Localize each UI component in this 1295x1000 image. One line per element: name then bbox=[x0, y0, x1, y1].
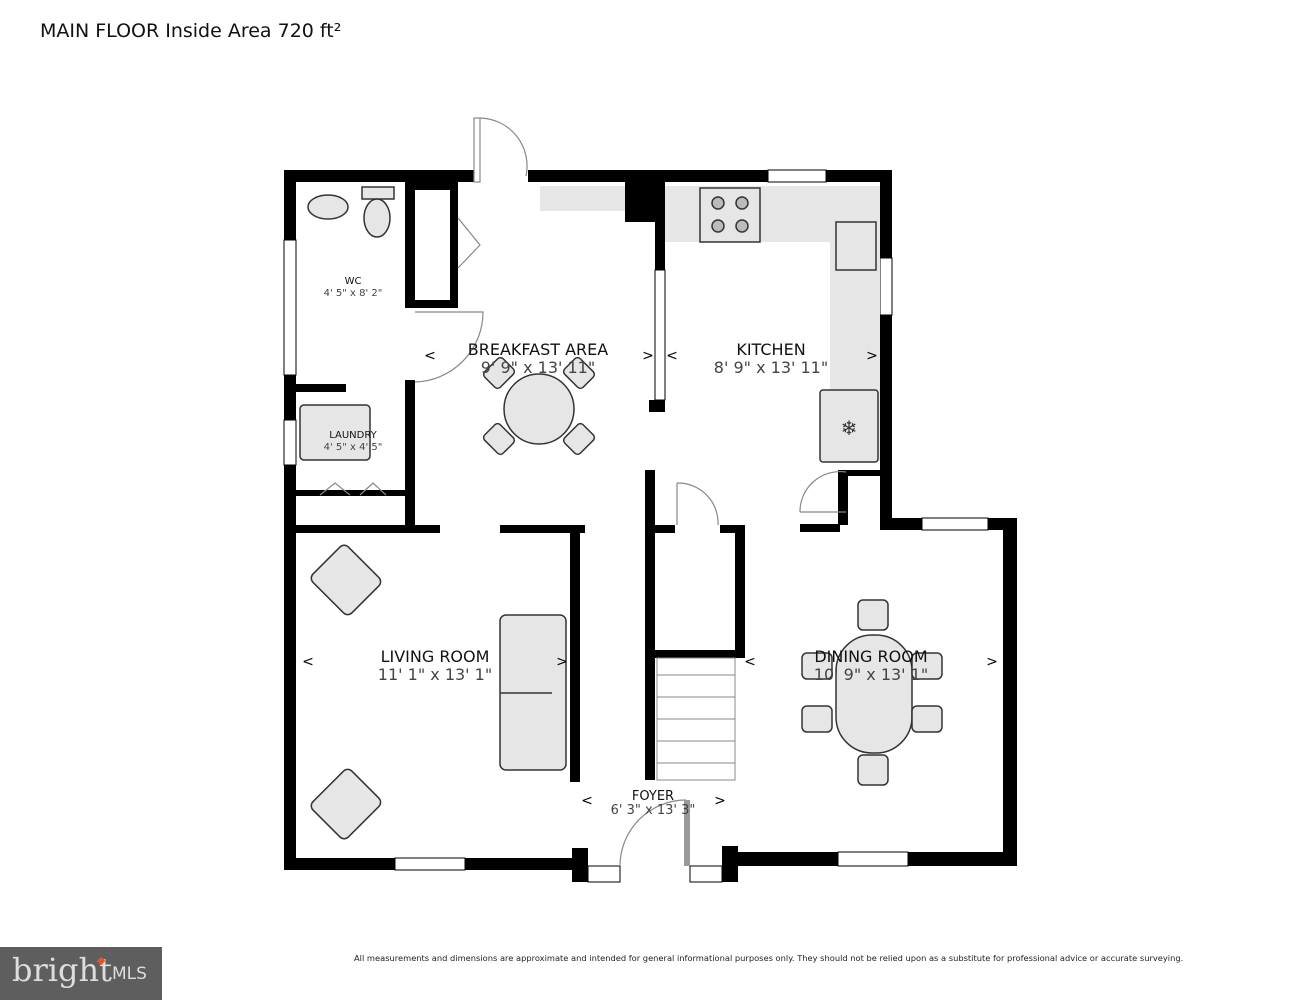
room-name-kitchen: KITCHEN bbox=[736, 340, 805, 359]
bright-mls-logo: bright MLS bbox=[0, 947, 162, 1000]
breakfast-table bbox=[503, 373, 575, 445]
svg-text:>: > bbox=[986, 654, 998, 670]
sink-icon bbox=[835, 221, 877, 271]
room-name-breakfast: BREAKFAST AREA bbox=[468, 340, 609, 359]
doors bbox=[319, 117, 847, 867]
svg-text:>: > bbox=[714, 793, 726, 809]
svg-text:<: < bbox=[744, 654, 756, 670]
stove-icon bbox=[699, 187, 761, 243]
wc-sink-icon bbox=[307, 194, 349, 220]
room-dims-breakfast: 9' 9" x 13' 11" bbox=[481, 358, 595, 377]
svg-text:<: < bbox=[302, 654, 314, 670]
room-dims-dining: 10' 9" x 13' 1" bbox=[814, 665, 928, 684]
room-dims-laundry: 4' 5" x 4' 5" bbox=[324, 442, 383, 453]
room-dims-foyer: 6' 3" x 13' 3" bbox=[611, 803, 696, 818]
svg-text:>: > bbox=[556, 654, 568, 670]
floor-title: MAIN FLOOR Inside Area 720 ft² bbox=[40, 20, 342, 42]
fixtures: ❄ bbox=[299, 186, 943, 840]
room-dims-kitchen: 8' 9" x 13' 11" bbox=[714, 358, 828, 377]
logo-suffix: MLS bbox=[112, 964, 147, 984]
washer-icon bbox=[299, 404, 371, 461]
room-name-wc: WC bbox=[345, 276, 362, 287]
svg-text:<: < bbox=[424, 348, 436, 364]
room-name-laundry: LAUNDRY bbox=[329, 430, 377, 441]
svg-text:<: < bbox=[666, 348, 678, 364]
logo-text: bright bbox=[12, 951, 112, 989]
fridge-icon bbox=[819, 389, 879, 463]
dining-table bbox=[835, 634, 913, 754]
svg-text:>: > bbox=[642, 348, 654, 364]
room-dims-living: 11' 1" x 13' 1" bbox=[378, 665, 492, 684]
windows bbox=[283, 169, 989, 883]
room-dims-wc: 4' 5" x 8' 2" bbox=[324, 288, 383, 299]
armchair-icon bbox=[310, 544, 382, 616]
armchair-icon bbox=[310, 768, 382, 840]
room-name-foyer: FOYER bbox=[632, 789, 674, 804]
stairs bbox=[656, 657, 736, 781]
disclaimer-text: All measurements and dimensions are appr… bbox=[354, 953, 1184, 963]
toilet-icon bbox=[361, 186, 395, 200]
walls bbox=[284, 170, 1017, 882]
svg-text:>: > bbox=[866, 348, 878, 364]
dimension-arrows: < > < > < > < > < > bbox=[302, 348, 998, 809]
floor-plan: ❄ WC 4' 5" x 8' 2" LAUNDRY 4' 5" x 4' 5"… bbox=[283, 117, 1017, 883]
svg-text:❄: ❄ bbox=[841, 416, 858, 440]
svg-text:<: < bbox=[581, 793, 593, 809]
room-labels: WC 4' 5" x 8' 2" LAUNDRY 4' 5" x 4' 5" B… bbox=[324, 276, 929, 818]
room-name-living: LIVING ROOM bbox=[381, 647, 490, 666]
room-name-dining: DINING ROOM bbox=[814, 647, 927, 666]
